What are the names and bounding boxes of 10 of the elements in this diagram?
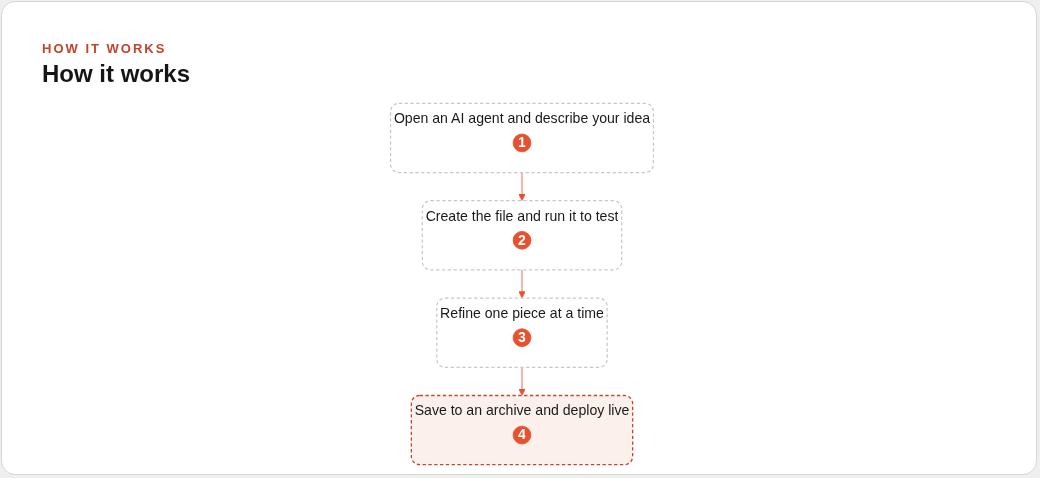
cluster — [436, 297, 608, 368]
title: How it works — [42, 60, 191, 88]
cluster — [410, 394, 634, 466]
node-circle — [512, 133, 532, 153]
cluster — [389, 102, 655, 174]
node-circle — [512, 328, 532, 347]
node-circle — [512, 230, 532, 250]
cluster — [421, 200, 623, 271]
node-circle — [512, 425, 532, 445]
eyebrow-label: HOW IT WORKS — [42, 41, 167, 56]
